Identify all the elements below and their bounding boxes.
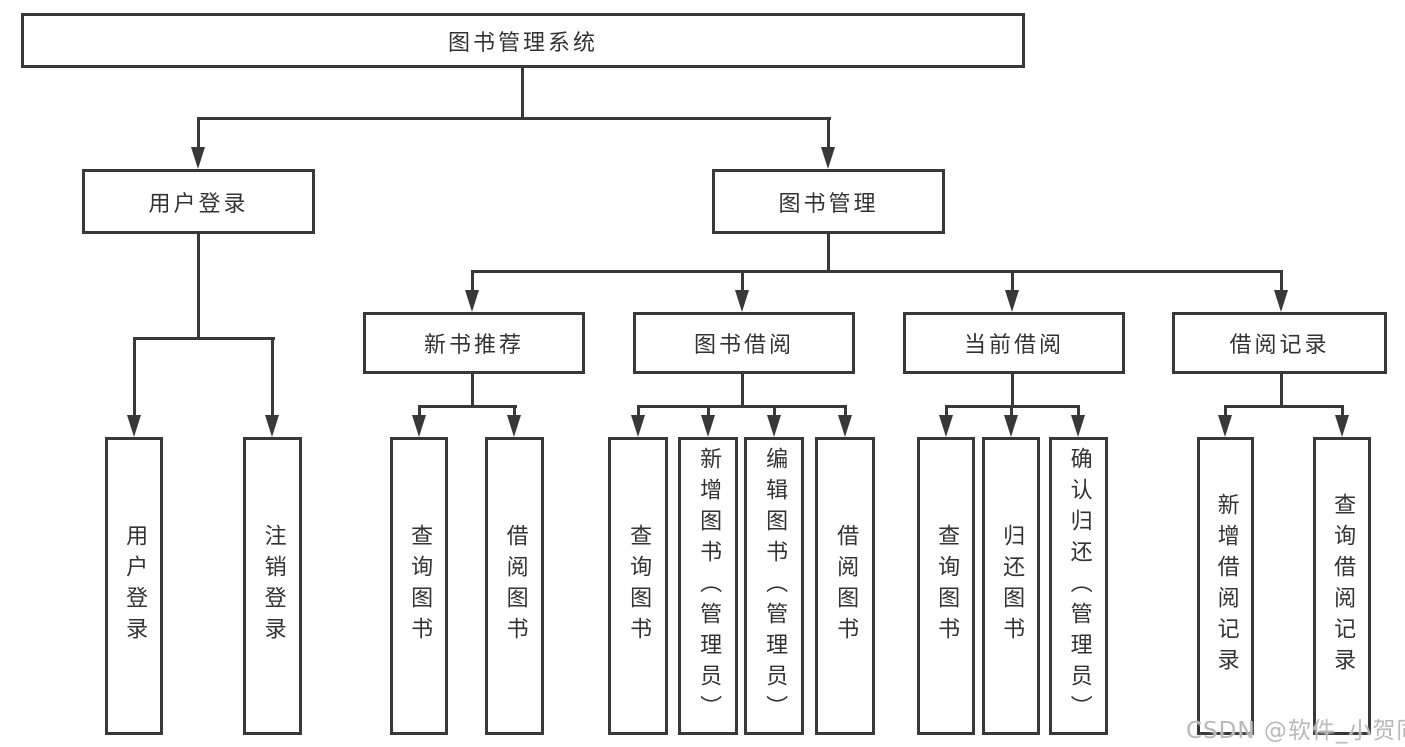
leaf-current-query: 查询图书 xyxy=(917,437,975,735)
arrow-down-icon xyxy=(1274,290,1288,312)
leaf-current-return-label: 归还图书 xyxy=(999,524,1025,648)
connector-drop-leaf xyxy=(1077,405,1080,419)
leaf-newbooks-borrow: 借阅图书 xyxy=(485,437,544,735)
connector-userlogin-stub xyxy=(197,234,200,340)
connector-newbooks-branch xyxy=(418,405,517,408)
leaf-borrowing-add-admin-label: 新增图书（管理员） xyxy=(696,446,722,726)
connector-bookmgmt-stub xyxy=(827,234,830,273)
leaf-borrowing-add-admin: 新增图书（管理员） xyxy=(678,437,738,735)
arrow-down-icon xyxy=(1004,415,1018,437)
connector-drop-leaf xyxy=(1224,405,1227,419)
leaf-borrowing-borrow-label: 借阅图书 xyxy=(833,524,859,648)
leaf-borrowing-query: 查询图书 xyxy=(608,437,668,735)
leaf-newbooks-query-label: 查询图书 xyxy=(407,524,433,648)
node-user-login: 用户登录 xyxy=(82,169,315,234)
arrow-down-icon xyxy=(127,415,141,437)
leaf-current-confirm-admin-label: 确认归还（管理员） xyxy=(1066,446,1092,726)
node-book-management-label: 图书管理 xyxy=(778,191,879,217)
leaf-current-return: 归还图书 xyxy=(982,437,1040,735)
node-new-book-recommend: 新书推荐 xyxy=(363,312,585,374)
arrow-down-icon xyxy=(1335,415,1349,437)
node-book-borrowing: 图书借阅 xyxy=(633,312,855,374)
node-borrowing-records: 借阅记录 xyxy=(1172,312,1387,374)
arrow-down-icon xyxy=(939,415,953,437)
leaf-records-add-label: 新增借阅记录 xyxy=(1213,493,1239,679)
leaf-logout-label: 注销登录 xyxy=(260,524,286,648)
connector-drop-leaf xyxy=(271,337,274,419)
node-root: 图书管理系统 xyxy=(21,13,1025,68)
leaf-borrowing-edit-admin: 编辑图书（管理员） xyxy=(744,437,804,735)
leaf-current-confirm-admin: 确认归还（管理员） xyxy=(1049,437,1108,735)
arrow-down-icon xyxy=(1071,415,1085,437)
leaf-user-login-label: 用户登录 xyxy=(122,524,148,648)
connector-drop-leaf xyxy=(513,405,516,419)
node-root-label: 图书管理系统 xyxy=(447,30,598,56)
leaf-newbooks-borrow-label: 借阅图书 xyxy=(502,524,528,648)
node-user-login-label: 用户登录 xyxy=(148,191,249,217)
node-new-book-recommend-label: 新书推荐 xyxy=(423,333,524,358)
connector-newbooks-stub xyxy=(471,374,474,408)
connector-drop-leaf xyxy=(1341,405,1344,419)
connector-borrowing-branch xyxy=(637,405,847,408)
connector-records-stub xyxy=(1280,374,1283,408)
node-book-borrowing-label: 图书借阅 xyxy=(693,333,794,358)
connector-drop-borrowing xyxy=(741,270,744,294)
connector-drop-current xyxy=(1011,270,1014,294)
arrow-down-icon xyxy=(412,415,426,437)
arrow-down-icon xyxy=(1005,290,1019,312)
leaf-borrowing-edit-admin-label: 编辑图书（管理员） xyxy=(762,446,788,726)
connector-drop-leaf xyxy=(1010,405,1013,419)
leaf-logout: 注销登录 xyxy=(243,437,302,735)
connector-drop-leaf xyxy=(707,405,710,419)
connector-records-branch xyxy=(1224,405,1344,408)
arrow-down-icon xyxy=(701,415,715,437)
arrow-down-icon xyxy=(735,290,749,312)
node-current-borrowing-label: 当前借阅 xyxy=(963,333,1064,358)
watermark: CSDN @软件_小贺同学 xyxy=(1186,718,1405,744)
leaf-borrowing-borrow: 借阅图书 xyxy=(815,437,875,735)
connector-drop-newbooks xyxy=(471,270,474,294)
node-book-management: 图书管理 xyxy=(712,169,945,234)
connector-drop-records xyxy=(1280,270,1283,294)
connector-root-stub xyxy=(521,68,524,120)
connector-drop-leaf xyxy=(637,405,640,419)
arrow-down-icon xyxy=(821,147,835,169)
arrow-down-icon xyxy=(507,415,521,437)
arrow-down-icon xyxy=(631,415,645,437)
connector-drop-leaf xyxy=(844,405,847,419)
connector-root-branch xyxy=(197,117,831,120)
leaf-records-query-label: 查询借阅记录 xyxy=(1330,493,1356,679)
connector-drop-user-login xyxy=(197,117,200,150)
connector-drop-leaf xyxy=(418,405,421,419)
leaf-newbooks-query: 查询图书 xyxy=(390,437,448,735)
arrow-down-icon xyxy=(767,415,781,437)
connector-drop-leaf xyxy=(133,337,136,419)
leaf-user-login: 用户登录 xyxy=(105,437,163,735)
arrow-down-icon xyxy=(465,290,479,312)
connector-borrowing-stub xyxy=(741,374,744,408)
arrow-down-icon xyxy=(838,415,852,437)
connector-drop-leaf xyxy=(773,405,776,419)
node-current-borrowing: 当前借阅 xyxy=(903,312,1125,374)
leaf-borrowing-query-label: 查询图书 xyxy=(626,524,652,648)
arrow-down-icon xyxy=(191,147,205,169)
connector-drop-leaf xyxy=(945,405,948,419)
leaf-current-query-label: 查询图书 xyxy=(934,524,960,648)
connector-drop-book-management xyxy=(827,117,830,150)
connector-current-stub xyxy=(1011,374,1014,408)
node-borrowing-records-label: 借阅记录 xyxy=(1229,333,1330,358)
arrow-down-icon xyxy=(265,415,279,437)
leaf-records-add: 新增借阅记录 xyxy=(1197,437,1254,735)
connector-userlogin-branch xyxy=(133,337,275,340)
arrow-down-icon xyxy=(1218,415,1232,437)
connector-bookmgmt-branch xyxy=(471,270,1283,273)
leaf-records-query: 查询借阅记录 xyxy=(1313,437,1371,735)
